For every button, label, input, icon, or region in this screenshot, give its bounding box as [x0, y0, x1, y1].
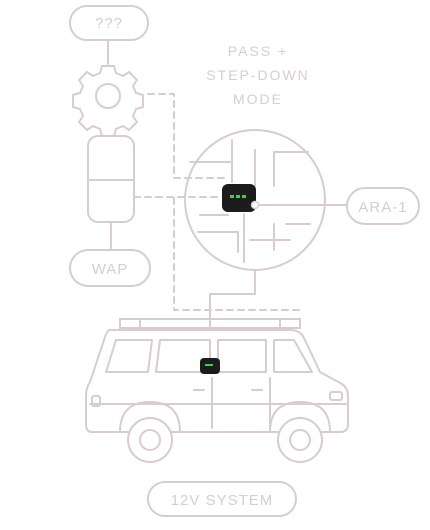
gear-icon [72, 65, 144, 137]
mode-label-line2: STEP-DOWN [206, 67, 310, 83]
wap-device-icon [87, 135, 135, 251]
device-icon [222, 184, 260, 212]
mode-label-line1: PASS + [228, 43, 288, 59]
wap-node [69, 249, 151, 287]
dashed-connectors [133, 93, 301, 311]
system-label: 12V SYSTEM [171, 492, 274, 509]
mode-label-line3: MODE [233, 91, 283, 107]
ara-label: ARA-1 [358, 199, 407, 216]
van-device-icon [200, 358, 220, 374]
van-icon [85, 318, 349, 463]
ara-node [346, 187, 420, 225]
van-connector [209, 269, 256, 319]
unknown-label: ??? [95, 15, 123, 32]
system-node [147, 481, 297, 517]
wap-label: WAP [92, 261, 129, 278]
